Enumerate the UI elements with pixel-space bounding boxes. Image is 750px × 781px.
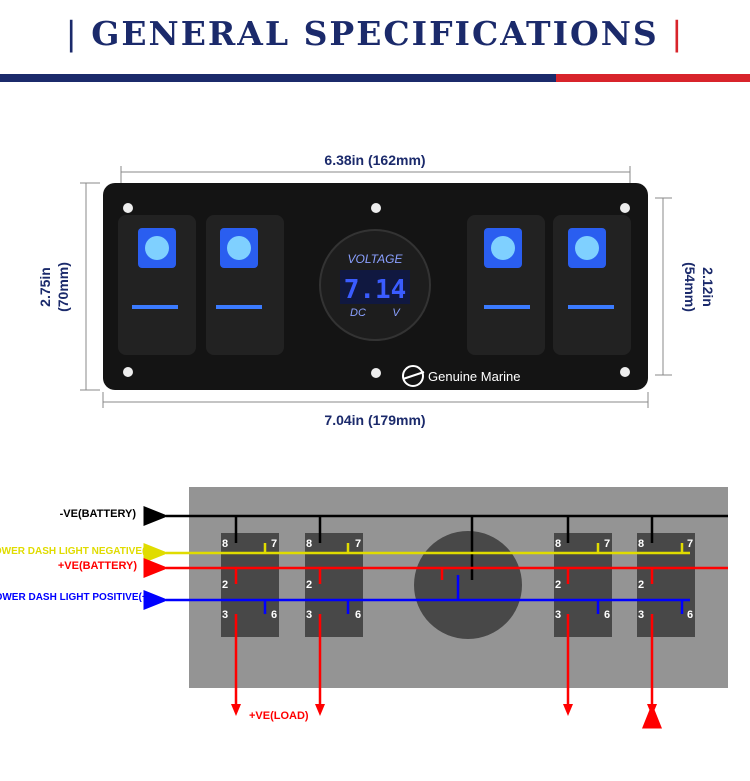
red-band <box>556 74 750 82</box>
svg-text:8: 8 <box>638 538 644 550</box>
diagram-switches <box>221 533 695 637</box>
brand-name: Genuine Marine <box>428 369 521 384</box>
pos-load-label: +VE(LOAD) <box>249 710 309 722</box>
load-arrows <box>231 704 657 716</box>
svg-text:7: 7 <box>604 538 610 550</box>
mount-holes <box>123 203 630 378</box>
navy-band <box>0 74 556 82</box>
right-height-mm: (54mm) <box>682 262 698 312</box>
svg-text:7: 7 <box>271 538 277 550</box>
svg-text:6: 6 <box>604 609 610 621</box>
dash-neg-label: LOWER DASH LIGHT NEGATIVE(-) <box>0 546 152 557</box>
left-height-mm: (70mm) <box>55 262 71 312</box>
bottom-width-label: 7.04in (179mm) <box>324 412 425 428</box>
svg-text:6: 6 <box>355 609 361 621</box>
svg-text:7: 7 <box>355 538 361 550</box>
svg-text:8: 8 <box>555 538 561 550</box>
svg-text:3: 3 <box>638 609 644 621</box>
brand-logo: Genuine Marine <box>402 365 521 387</box>
pin-labels: 8 7 2 3 6 8 7 2 3 6 8 7 2 3 6 8 7 2 3 6 <box>222 538 693 621</box>
svg-text:8: 8 <box>306 538 312 550</box>
svg-text:3: 3 <box>222 609 228 621</box>
dimension-lines <box>80 166 672 408</box>
voltmeter-unit: V <box>392 307 401 319</box>
title-text: GENERAL SPECIFICATIONS <box>91 14 659 53</box>
voltmeter-reading: 7.14 <box>344 275 407 305</box>
pos-battery-label: +VE(BATTERY) <box>58 560 137 572</box>
rocker-switches <box>118 215 631 355</box>
svg-text:3: 3 <box>555 609 561 621</box>
voltmeter: VOLTAGE 7.14 DC V <box>319 229 431 341</box>
rocker-switch-2[interactable] <box>206 215 284 355</box>
wire-labels: -VE(BATTERY) LOWER DASH LIGHT NEGATIVE(-… <box>0 508 309 722</box>
left-height-in: 2.75in <box>37 267 53 307</box>
rocker-switch-3[interactable] <box>467 215 545 355</box>
svg-text:7: 7 <box>687 538 693 550</box>
neg-battery-label: -VE(BATTERY) <box>60 508 137 520</box>
voltmeter-dc: DC <box>350 307 366 319</box>
svg-text:8: 8 <box>222 538 228 550</box>
svg-text:2: 2 <box>306 579 312 591</box>
voltmeter-label: VOLTAGE <box>348 252 404 266</box>
wires <box>143 506 728 706</box>
top-width-label: 6.38in (162mm) <box>324 152 425 168</box>
diagram-voltmeter <box>414 531 522 639</box>
svg-text:6: 6 <box>271 609 277 621</box>
svg-text:2: 2 <box>638 579 644 591</box>
svg-text:2: 2 <box>222 579 228 591</box>
dash-pos-label: LOWER DASH LIGHT POSITIVE(+) <box>0 592 151 603</box>
svg-text:2: 2 <box>555 579 561 591</box>
svg-text:6: 6 <box>687 609 693 621</box>
right-height-in: 2.12in <box>700 267 716 307</box>
rocker-switch-1[interactable] <box>118 215 196 355</box>
svg-text:3: 3 <box>306 609 312 621</box>
page-title: | GENERAL SPECIFICATIONS | <box>65 14 685 53</box>
rocker-switch-4[interactable] <box>553 215 631 355</box>
